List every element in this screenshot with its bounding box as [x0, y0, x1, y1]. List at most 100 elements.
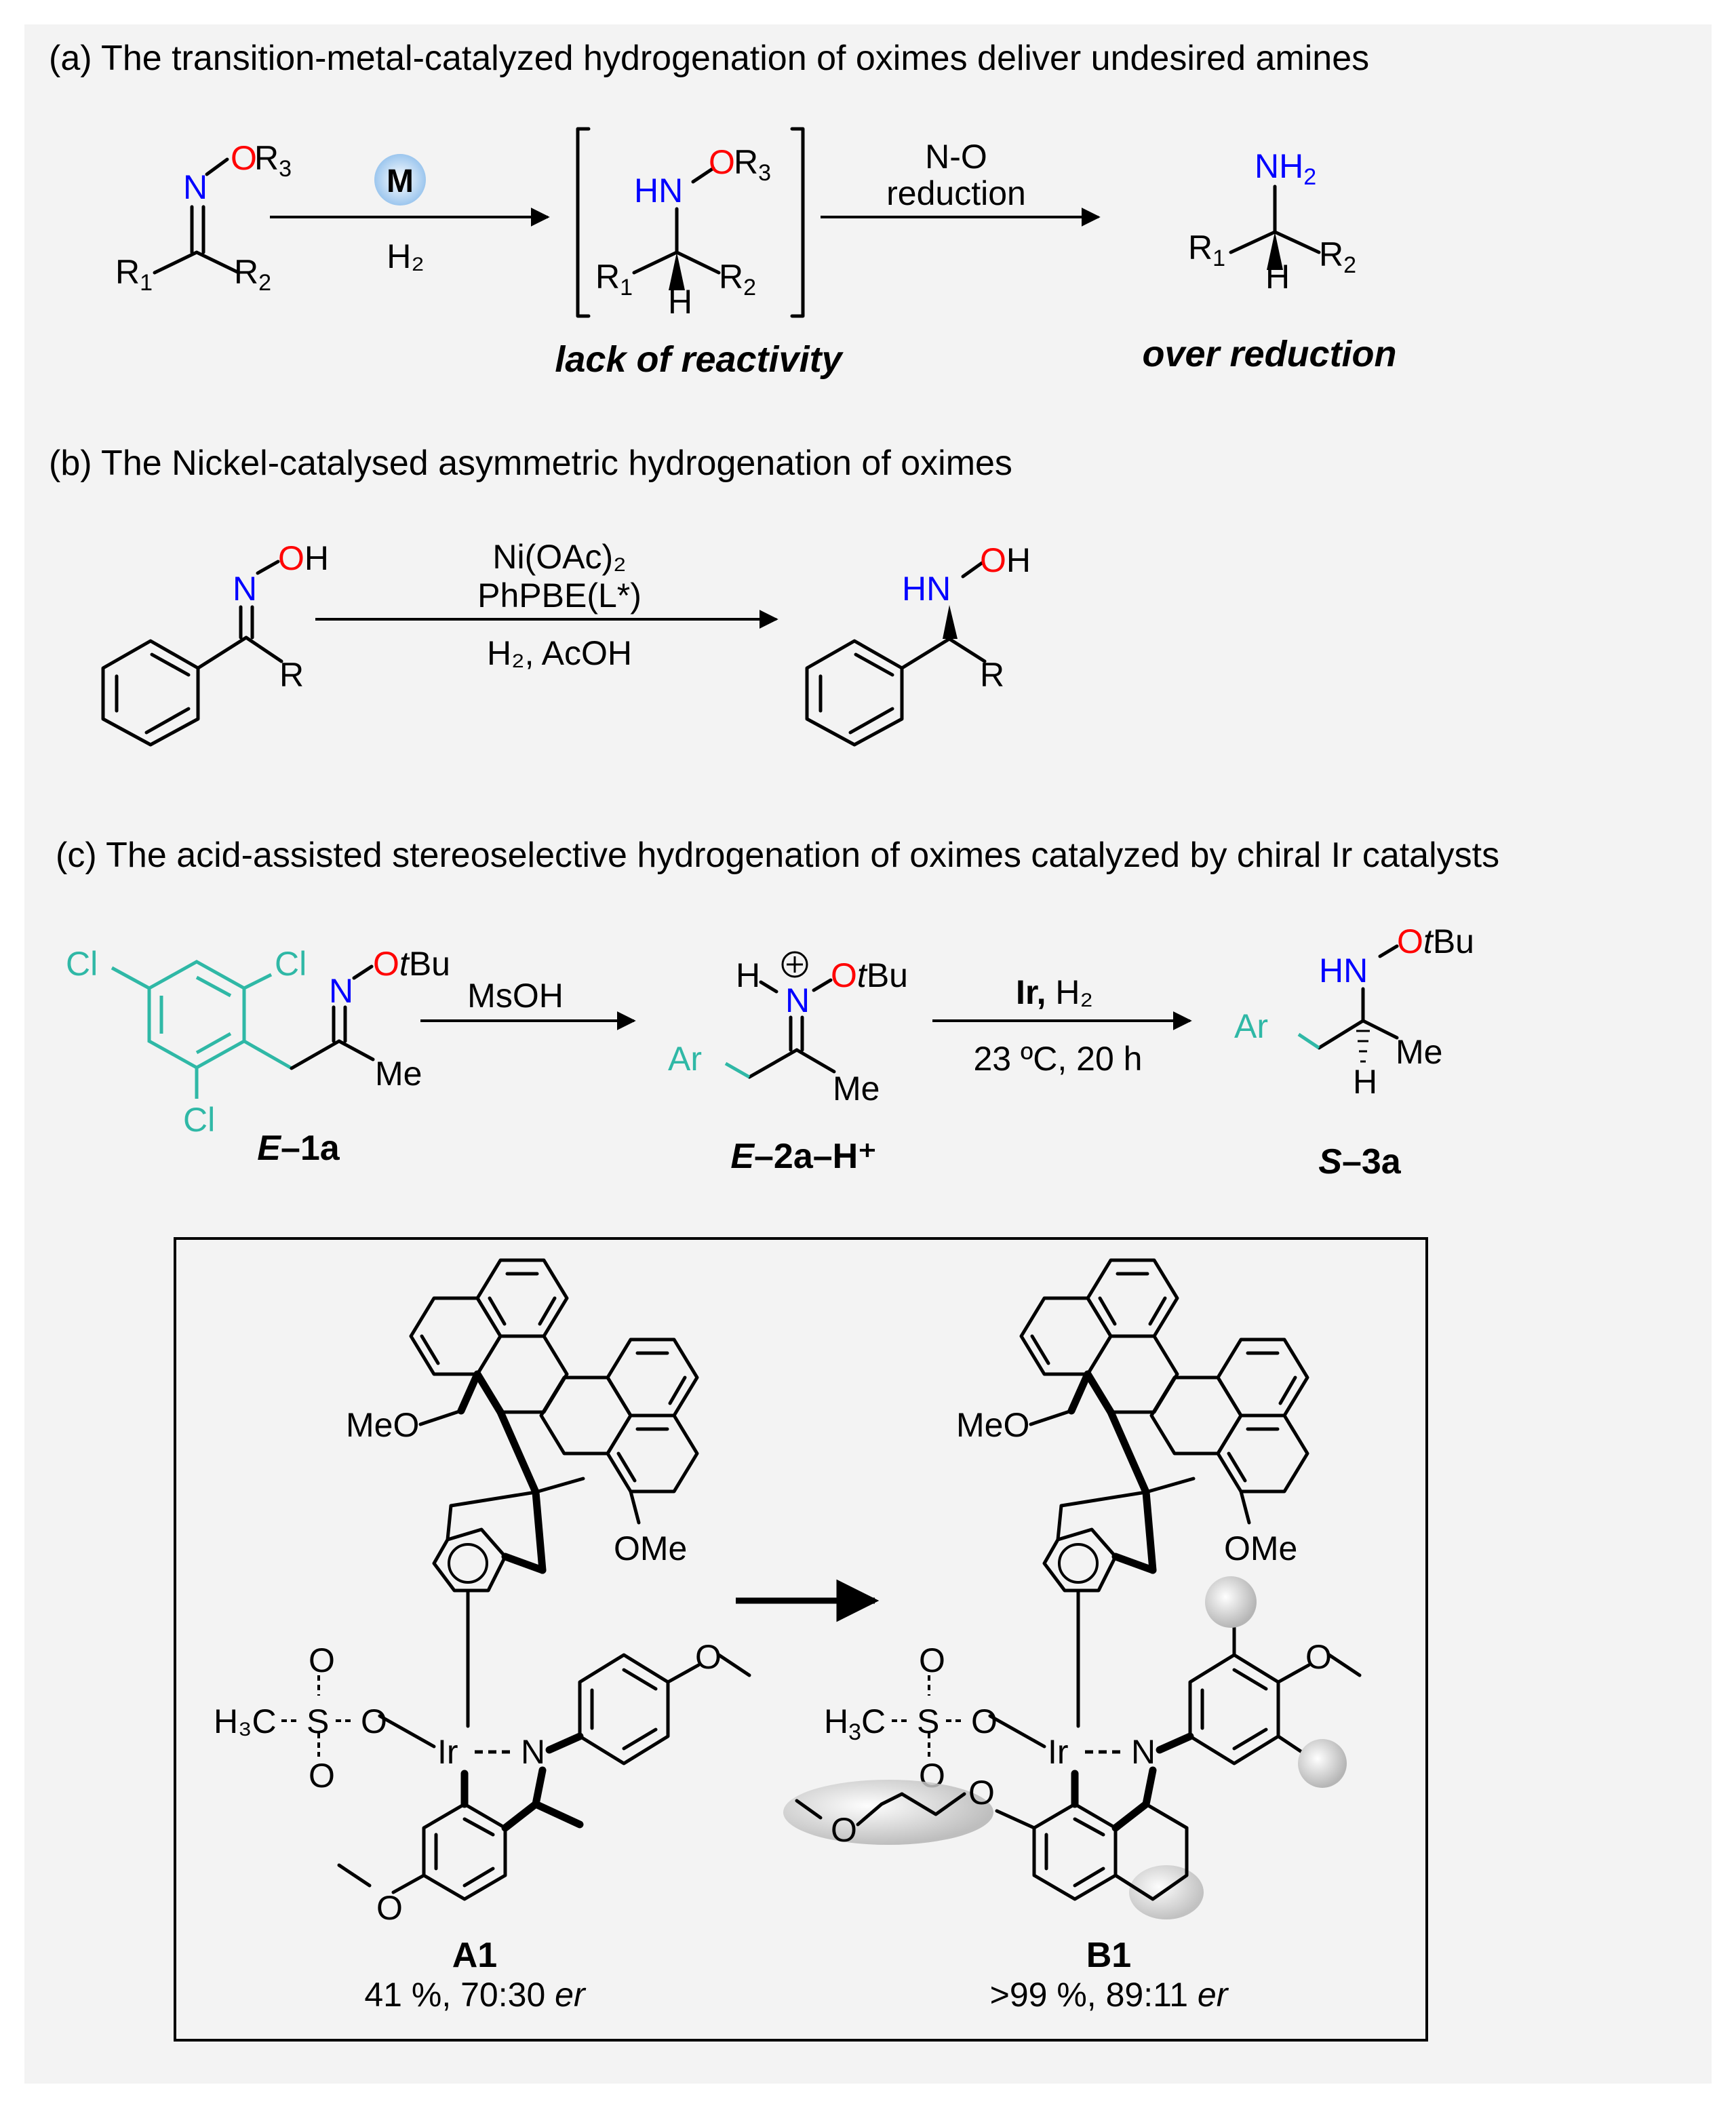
scheme-c-arrow2: Ir, H₂ 23 ºC, 20 h — [932, 973, 1192, 1078]
atom-ar: Ar — [668, 1040, 702, 1078]
steric-highlight-ether — [783, 1780, 993, 1845]
steric-highlight-methyl-right — [1298, 1739, 1347, 1788]
reagent-conditions: 23 ºC, 20 h — [974, 1040, 1143, 1078]
label-e2a: E–2a–H⁺ — [730, 1137, 876, 1176]
atom-r2: R2 — [1319, 235, 1356, 278]
atom-h: H — [668, 283, 692, 321]
atom-n: N — [233, 570, 257, 608]
atom-me: Me — [375, 1055, 422, 1093]
label-s3a: S–3a — [1318, 1142, 1402, 1182]
caption-c: (c) The acid-assisted stereoselective hy… — [56, 836, 1499, 875]
atom-o: O — [376, 1889, 403, 1927]
atom-o: O — [309, 1757, 335, 1795]
atom-n: N — [329, 972, 353, 1010]
atom-n: N — [785, 981, 810, 1019]
atom-h: H — [736, 956, 760, 994]
scheme-a-arrow2: N-O reduction — [821, 138, 1101, 227]
step-label-1: N-O — [925, 138, 987, 176]
catalyst-a1-label: A1 — [452, 1936, 497, 1975]
atom-hn: HN — [634, 172, 683, 210]
scheme-c-arrow1: MsOH — [420, 977, 636, 1030]
catalyst-box — [174, 1237, 1428, 2042]
label-e1a: E–1a — [257, 1129, 340, 1168]
reagent-ligand: PhPBE(L*) — [477, 577, 642, 614]
atom-o: O — [361, 1702, 387, 1740]
catalyst-b1-label: B1 — [1086, 1936, 1131, 1975]
caption-a: (a) The transition-metal-catalyzed hydro… — [49, 39, 1369, 78]
atom-r3: R3 — [254, 139, 292, 182]
scheme-a-oxime: N O R3 R1 R2 — [115, 139, 292, 296]
caption-b: (b) The Nickel-catalysed asymmetric hydr… — [49, 444, 1012, 483]
atom-cl: Cl — [275, 945, 307, 983]
scheme-a-intermediate: HN O R3 R1 R2 H — [576, 127, 805, 321]
atom-me: Me — [1396, 1033, 1442, 1071]
atom-otbu: OtBu — [831, 956, 908, 994]
atom-h3c: H3C — [824, 1702, 886, 1745]
atom-o: O — [309, 1641, 335, 1679]
atom-otbu: OtBu — [373, 945, 450, 983]
metal-label: M — [387, 163, 414, 199]
atom-o: O — [831, 1811, 857, 1849]
atom-cl: Cl — [66, 945, 98, 983]
note-over-reduction: over reduction — [1142, 334, 1396, 374]
scheme-a-arrow1: M H₂ — [270, 154, 550, 275]
atom-ome: OMe — [1224, 1529, 1297, 1567]
atom-oh: OH — [278, 539, 329, 577]
atom-cl: Cl — [183, 1101, 215, 1139]
atom-hn: HN — [1319, 952, 1368, 990]
figure-background — [24, 24, 1712, 2084]
atom-n: N — [183, 168, 208, 206]
atom-r1: R1 — [595, 258, 633, 300]
scheme-c-substrate-oxime: N OtBu Me — [290, 945, 450, 1093]
atom-h: H — [1265, 258, 1290, 296]
scheme-c-iminium: H N OtBu Ar Me — [668, 951, 908, 1108]
atom-r: R — [279, 656, 304, 694]
atom-r2: R2 — [719, 258, 756, 300]
scheme-c-product: HN OtBu Ar Me H — [1234, 922, 1474, 1101]
h2-label: H₂ — [387, 237, 425, 275]
step-label-2: reduction — [886, 174, 1026, 212]
atom-r2: R2 — [234, 253, 271, 296]
atom-h3c: H₃C — [214, 1702, 277, 1740]
scheme-b-arrow: Ni(OAc)₂ PhPBE(L*) H₂, AcOH — [315, 538, 778, 672]
atom-ar: Ar — [1234, 1007, 1268, 1045]
reagent-msoh: MsOH — [467, 977, 564, 1015]
atom-r3: R3 — [734, 143, 771, 186]
atom-o: O — [919, 1641, 945, 1679]
catalyst-b1-result: >99 %, 89:11 er — [990, 1976, 1229, 2014]
steric-highlight-ring — [1129, 1865, 1204, 1919]
atom-r1: R1 — [1188, 229, 1225, 271]
atom-o: O — [968, 1774, 995, 1812]
scheme-c-substrate: Cl Cl Cl — [66, 945, 307, 1139]
atom-o: O — [695, 1638, 722, 1676]
atom-meo: MeO — [346, 1406, 419, 1444]
atom-nh2: NH2 — [1255, 147, 1316, 190]
atom-r: R — [980, 656, 1004, 694]
catalyst-b1-structure: MeO OMe Ir N O H3C S O O O O O — [783, 1258, 1362, 1919]
metal-highlight-circle — [374, 154, 426, 206]
atom-hn: HN — [902, 570, 951, 608]
reagent-ir-h2: Ir, H₂ — [1016, 973, 1093, 1011]
atom-o: O — [709, 143, 735, 181]
atom-ir: Ir — [437, 1733, 458, 1771]
atom-ir: Ir — [1048, 1733, 1069, 1771]
scheme-a-product-amine: NH2 R1 R2 H — [1188, 147, 1356, 296]
atom-meo: MeO — [956, 1406, 1029, 1444]
catalyst-a1-result: 41 %, 70:30 er — [364, 1976, 587, 2014]
atom-otbu: OtBu — [1397, 922, 1474, 960]
catalyst-a1-structure: MeO OMe Ir N O H₃C S O O O O — [214, 1258, 751, 1927]
steric-highlight-methyl-top — [1205, 1576, 1257, 1628]
atom-oh: OH — [980, 541, 1031, 579]
atom-o: O — [231, 139, 257, 177]
atom-me: Me — [833, 1070, 880, 1108]
atom-o: O — [971, 1702, 998, 1740]
atom-h: H — [1353, 1063, 1377, 1101]
atom-n: N — [521, 1733, 545, 1771]
scheme-b-oxime: N OH R — [101, 539, 329, 747]
atom-o: O — [1305, 1638, 1332, 1676]
reagent-ni: Ni(OAc)₂ — [492, 538, 626, 576]
atom-n: N — [1131, 1733, 1156, 1771]
atom-r1: R1 — [115, 253, 153, 296]
reagent-h2-acoh: H₂, AcOH — [487, 634, 632, 672]
